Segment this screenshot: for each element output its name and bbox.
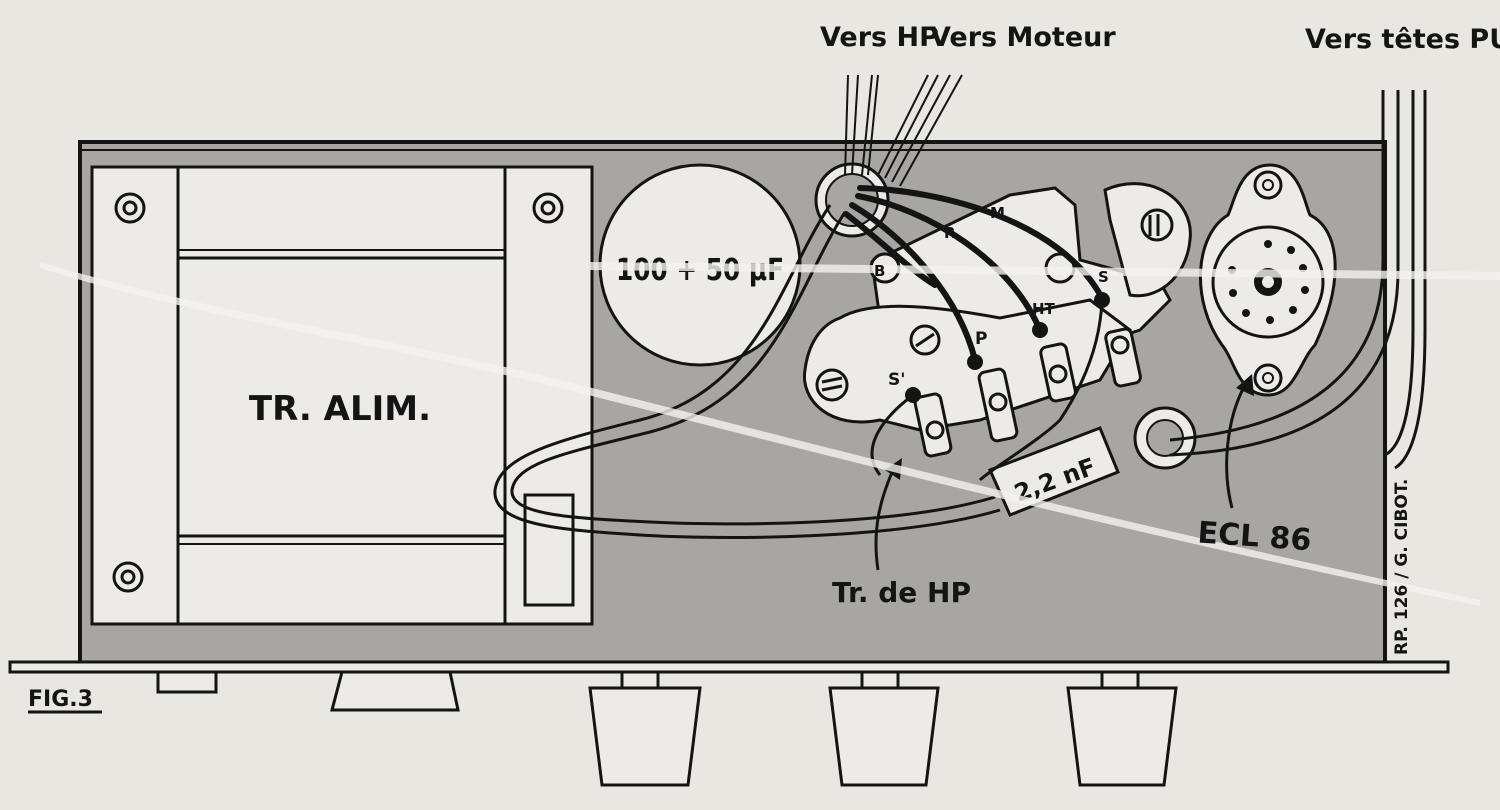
transformer-label: TR. ALIM.	[249, 389, 431, 429]
knob-3[interactable]	[1066, 670, 1178, 787]
pin-label-s-prime: S'	[888, 370, 905, 390]
tube-label: ECL 86	[1196, 515, 1312, 558]
credit-label: RP. 126 / G. CIBOT.	[1392, 479, 1412, 655]
pin-label-b: B	[874, 262, 885, 280]
hp-leads	[844, 74, 879, 176]
tube-pin	[1228, 240, 1309, 324]
vers-hp-label: Vers HP	[820, 22, 939, 53]
switch-lever	[330, 670, 460, 712]
knob-1[interactable]	[588, 670, 702, 787]
output-transformer	[802, 182, 1192, 432]
shielded-cable	[493, 204, 1001, 539]
vers-moteur-label: Vers Moteur	[930, 22, 1116, 53]
print-crease	[40, 262, 1500, 606]
front-panel-rail	[8, 660, 1450, 674]
pin-label-ht: HT	[1032, 300, 1056, 318]
tr-hp-label: Tr. de HP	[832, 576, 971, 609]
knob-2[interactable]	[828, 670, 940, 787]
pickup-cables	[1169, 90, 1427, 470]
power-transformer: TR. ALIM.	[90, 165, 594, 626]
pin-label-r: R	[944, 224, 956, 242]
switch-tab	[156, 670, 218, 694]
figure-number: FIG.3	[28, 687, 93, 712]
pin-label-s: S	[1098, 268, 1109, 286]
pin-label-p: P	[975, 329, 987, 349]
pin-label-m: M	[990, 204, 1005, 222]
motor-leads	[877, 74, 963, 187]
tube-arrow	[1225, 374, 1254, 509]
solder-lug	[913, 327, 1142, 458]
vers-tetes-pu-label: Vers têtes PU	[1305, 24, 1500, 55]
cable-clamp	[523, 493, 575, 607]
